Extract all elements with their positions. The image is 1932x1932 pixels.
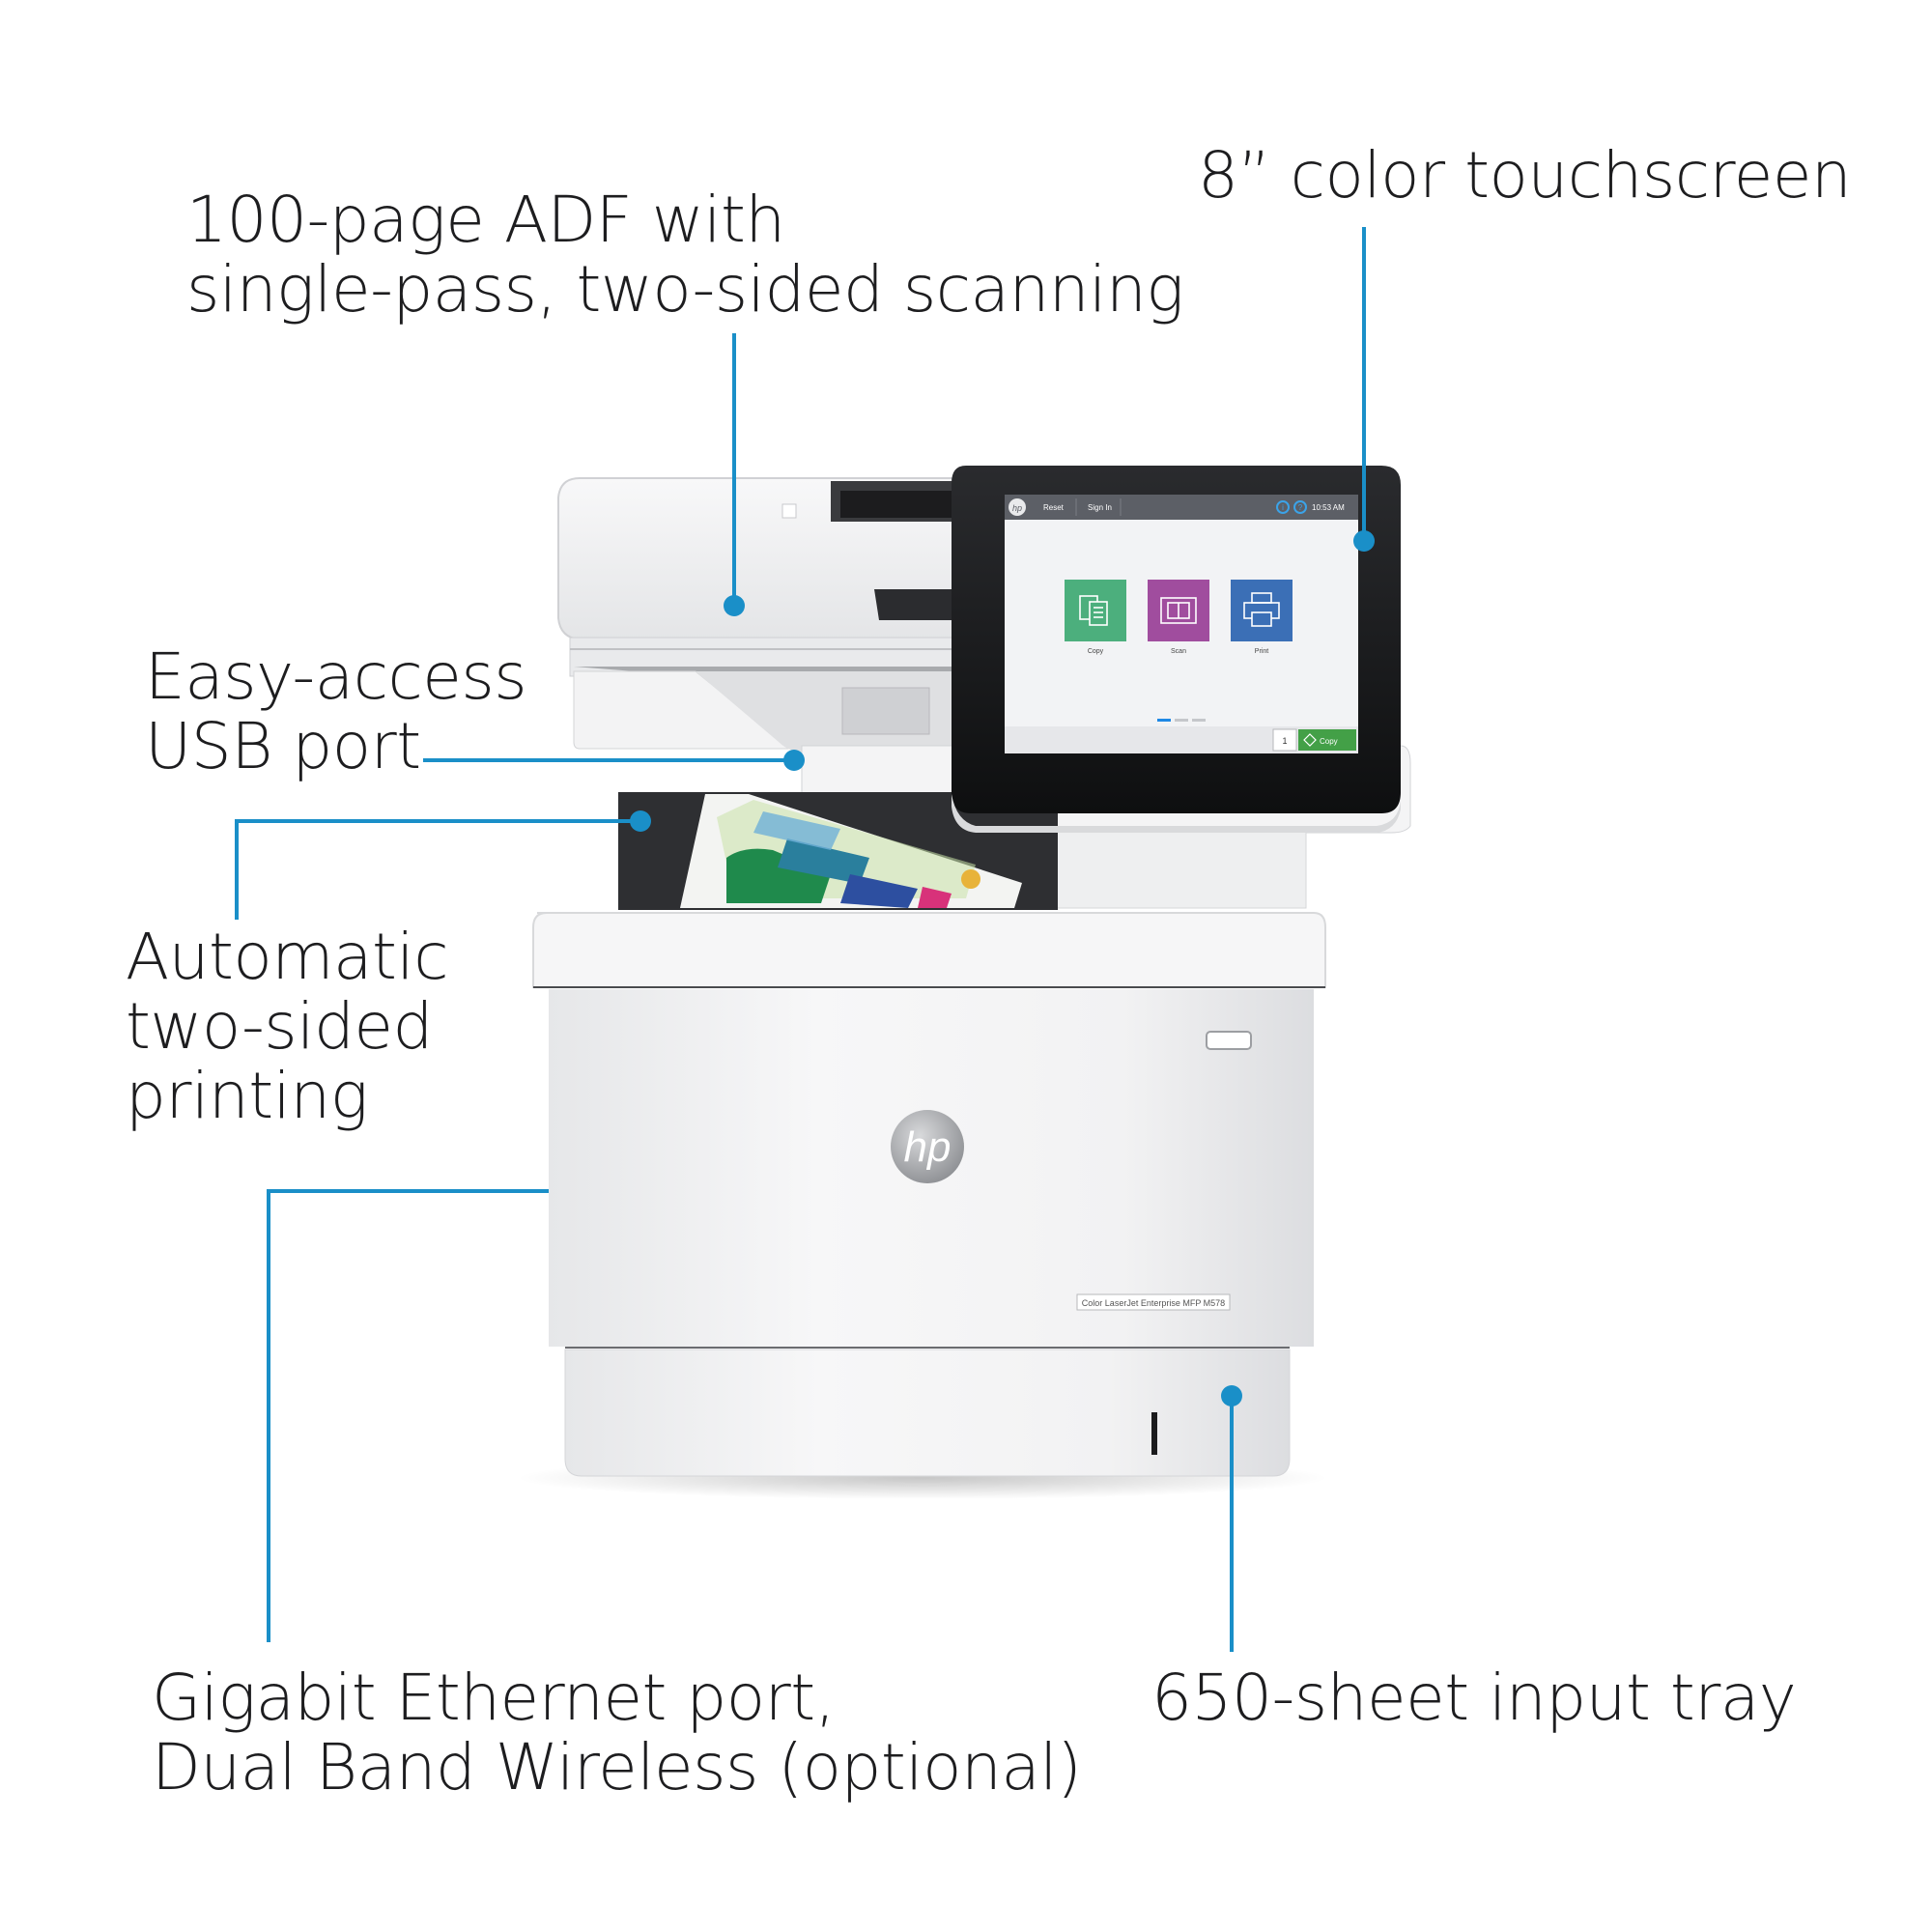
callout-line: 100-page ADF with [186, 183, 785, 257]
callout-ethernet-wireless: Gigabit Ethernet port,Dual Band Wireless… [152, 1661, 1082, 1804]
model-label: Color LaserJet Enterprise MFP M578 [1082, 1298, 1225, 1308]
app-tile-copy[interactable]: Copy [1065, 580, 1126, 655]
adf-unit [557, 477, 981, 677]
app-tile-bg [1231, 580, 1293, 641]
callout-input-tray: 650-sheet input tray [1151, 1661, 1797, 1735]
app-tile-label: Copy [1088, 648, 1104, 655]
callout-line: Dual Band Wireless (optional) [152, 1730, 1082, 1804]
callout-line: Easy-access [145, 639, 527, 714]
app-tile-label: Print [1255, 648, 1268, 655]
printer-body: Color LaserJet Enterprise MFP M578 hp [532, 912, 1326, 1477]
output-pillar [1052, 830, 1307, 909]
copies-input[interactable] [1272, 728, 1297, 752]
reset-button[interactable]: Reset [1043, 503, 1065, 512]
info-icon-glyph: i [1282, 503, 1284, 512]
scan-icon [1160, 597, 1197, 624]
leader-usb-dot [783, 750, 805, 771]
app-tiles: Copy Scan Print [1065, 580, 1293, 655]
callout-line: single-pass, two-sided scanning [186, 252, 1184, 327]
leader-duplex-dot [630, 810, 651, 832]
print-icon [1243, 592, 1280, 627]
app-tile-label: Scan [1171, 648, 1186, 655]
copy-button-icon [1303, 733, 1317, 747]
leader-ethernet [267, 1189, 549, 1642]
page-dot [1175, 719, 1188, 722]
screen-header [1005, 495, 1358, 520]
help-icon-glyph: ? [1298, 503, 1303, 512]
app-tile-scan[interactable]: Scan [1148, 580, 1209, 655]
app-tile-print[interactable]: Print [1231, 580, 1293, 655]
page-dot-active [1157, 719, 1171, 722]
screen-hp-logo-icon [1009, 498, 1026, 516]
screen-hp-logo: hp [1012, 503, 1022, 513]
hp-logo-text: hp [904, 1123, 952, 1171]
printed-sheet [680, 794, 1022, 908]
leader-tray-dot [1221, 1385, 1242, 1406]
copy-button-label: Copy [1320, 737, 1338, 746]
callout-line: USB port [145, 709, 421, 783]
screen-time: 10:53 AM [1312, 503, 1345, 512]
info-icon[interactable] [1276, 500, 1290, 514]
callout-line: 650-sheet input tray [1151, 1661, 1797, 1735]
leader-adf-dot [724, 595, 745, 616]
callout-leaders [235, 227, 1375, 1652]
leader-touchscreen-dot [1353, 530, 1375, 552]
touchscreen: hp Reset Sign In i ? 10:53 AM Copy Scan Pr… [952, 466, 1401, 833]
sign-in-button[interactable]: Sign In [1088, 503, 1112, 512]
callout-line: two-sided [126, 989, 433, 1064]
copies-value: 1 [1282, 736, 1287, 746]
callout-line: printing [126, 1059, 368, 1133]
callout-line: 8” color touchscreen [1198, 138, 1852, 213]
copy-icon [1079, 595, 1108, 626]
help-icon[interactable] [1293, 500, 1307, 514]
callout-line: Gigabit Ethernet port, [152, 1661, 836, 1735]
hp-logo [891, 1110, 964, 1183]
leader-duplex [235, 819, 640, 920]
callout-touchscreen: 8” color touchscreen [1198, 138, 1852, 213]
page-dot [1192, 719, 1206, 722]
callout-line: Automatic [126, 920, 448, 994]
copy-button[interactable] [1298, 729, 1356, 751]
